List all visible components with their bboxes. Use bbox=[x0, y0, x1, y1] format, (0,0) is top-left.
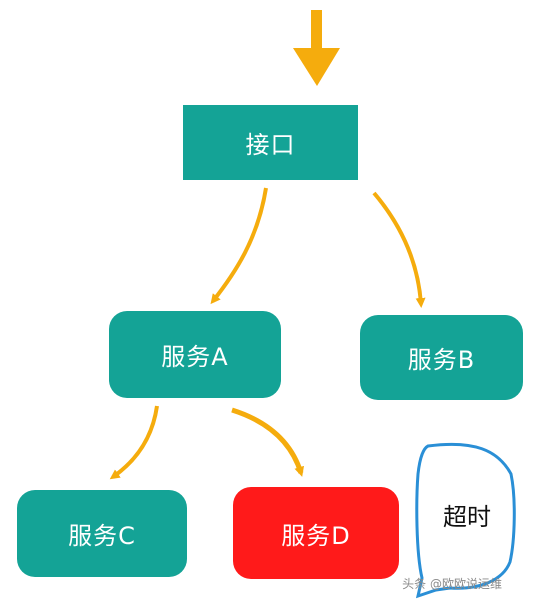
timeout-label: 超时 bbox=[443, 502, 491, 531]
interface-node: 接口 bbox=[183, 105, 358, 180]
service-d-label: 服务D bbox=[281, 521, 351, 550]
entry-arrow bbox=[293, 10, 340, 86]
service-b-node: 服务B bbox=[360, 315, 523, 400]
arrow-interface-to-service-b bbox=[372, 191, 426, 308]
service-a-label: 服务A bbox=[161, 343, 229, 371]
arrow-service-a-to-service-c bbox=[109, 405, 159, 480]
arrow-interface-to-service-a bbox=[210, 187, 268, 305]
service-c-label: 服务C bbox=[68, 522, 136, 550]
timeout-speech-bubble bbox=[415, 442, 516, 599]
service-d-node: 服务D bbox=[233, 487, 399, 579]
service-b-label: 服务B bbox=[407, 346, 476, 374]
arrow-service-a-to-service-d bbox=[231, 407, 304, 477]
service-a-node: 服务A bbox=[109, 311, 281, 398]
watermark: 头条 @欧欧说运维 bbox=[402, 577, 502, 591]
interface-label: 接口 bbox=[245, 131, 296, 159]
service-c-node: 服务C bbox=[17, 490, 187, 577]
